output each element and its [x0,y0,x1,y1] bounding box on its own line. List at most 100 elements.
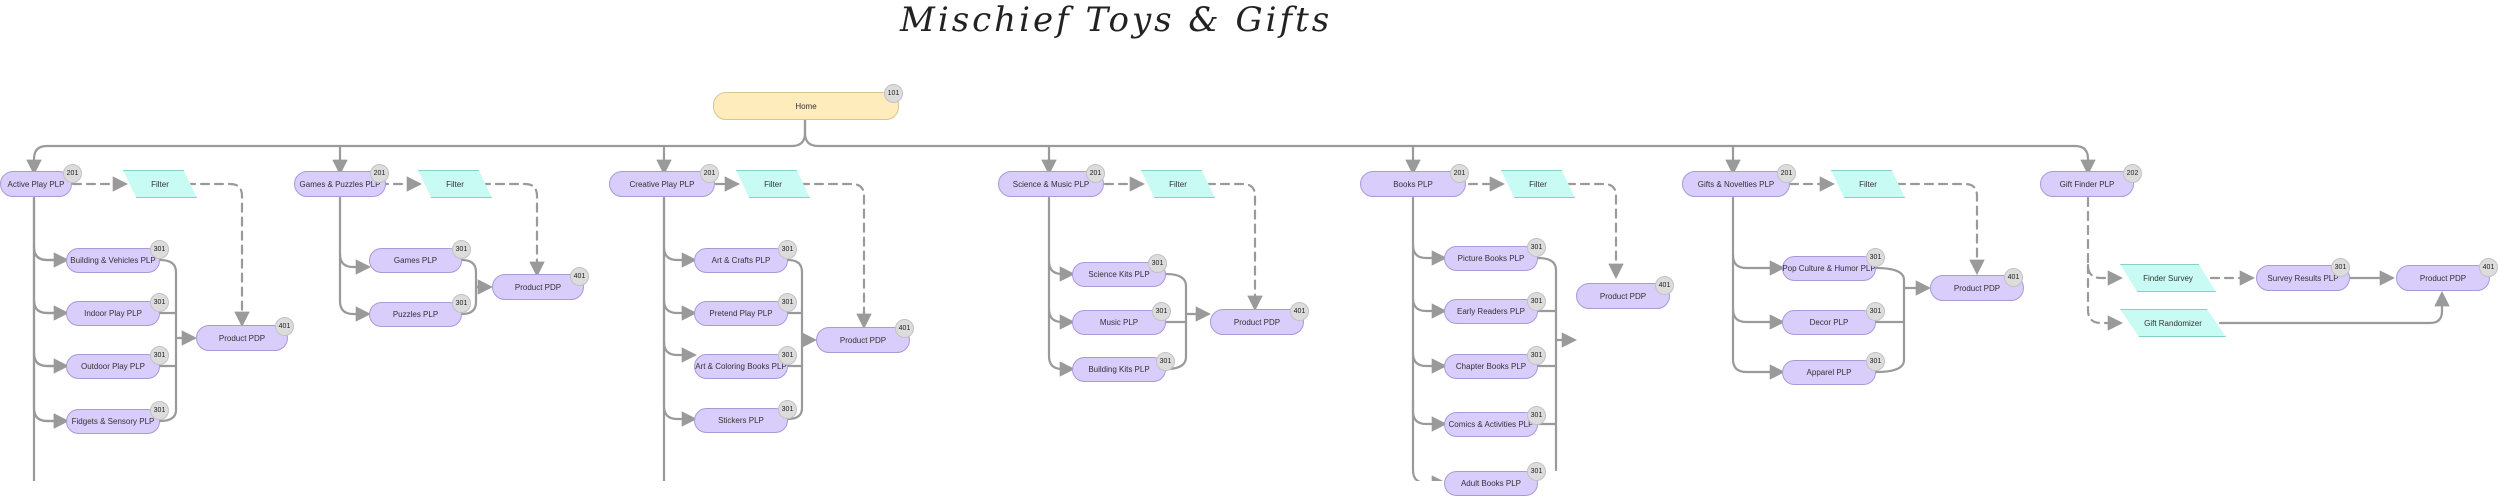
node-label: Product PDP [2419,273,2467,283]
node-label: Product PDP [1599,291,1647,301]
node-label: Finder Survey [2143,273,2193,283]
page-id-badge: 301 [1148,254,1167,273]
node-label: Product PDP [839,335,887,345]
node-label: Gift Randomizer [2144,318,2202,328]
building-vehicles-plp-node[interactable]: Building & Vehicles PLP [66,248,160,273]
page-id-badge: 201 [700,164,719,183]
building-kits-plp-node[interactable]: Building Kits PLP [1072,357,1166,382]
page-id-badge: 301 [1527,238,1546,257]
node-label: Building & Vehicles PLP [70,256,156,265]
fidgets-sensory-plp-node[interactable]: Fidgets & Sensory PLP [66,409,160,434]
page-id-badge: 201 [63,164,82,183]
page-id-badge: 301 [1156,352,1175,371]
node-label: Art & Coloring Books PLP [695,362,787,371]
page-id-badge: 301 [150,401,169,420]
node-label: Books PLP [1393,179,1433,189]
page-id-badge: 201 [1086,164,1105,183]
page-id-badge: 401 [1655,276,1674,295]
science-filter-node[interactable]: Filter [1141,170,1215,198]
puzzles-plp-node[interactable]: Puzzles PLP [369,302,462,327]
art-coloring-books-plp-node[interactable]: Art & Coloring Books PLP [694,354,788,379]
page-id-badge: 101 [884,84,903,103]
node-label: Filter [1859,179,1877,189]
comics-activities-plp-node[interactable]: Comics & Activities PLP [1444,412,1538,437]
page-id-badge: 301 [2331,258,2350,277]
outdoor-play-plp-node[interactable]: Outdoor Play PLP [66,354,160,379]
node-label: Adult Books PLP [1460,479,1522,488]
node-label: Filter [764,179,782,189]
node-label: Science & Music PLP [1012,179,1090,189]
stickers-plp-node[interactable]: Stickers PLP [694,408,788,433]
page-id-badge: 301 [778,293,797,312]
node-label: Games & Puzzles PLP [299,179,381,189]
node-label: Creative Play PLP [629,179,695,189]
games-product-pdp-node[interactable]: Product PDP [492,274,584,300]
finder-product-pdp-node[interactable]: Product PDP [2396,265,2490,291]
node-label: Product PDP [514,282,562,292]
books-product-pdp-node[interactable]: Product PDP [1576,283,1670,309]
creative-product-pdp-node[interactable]: Product PDP [816,327,910,353]
active-product-pdp-node[interactable]: Product PDP [196,325,288,351]
node-label: Product PDP [1233,317,1281,327]
pop-culture-humor-plp-node[interactable]: Pop Culture & Humor PLP [1782,256,1876,281]
gifts-filter-node[interactable]: Filter [1831,170,1905,198]
games-plp-node[interactable]: Games PLP [369,248,462,273]
page-id-badge: 401 [895,319,914,338]
page-id-badge: 301 [1527,346,1546,365]
gifts-novelties-plp-node[interactable]: Gifts & Novelties PLP [1682,171,1790,197]
page-id-badge: 201 [370,164,389,183]
active-play-plp-node[interactable]: Active Play PLP [0,171,72,197]
page-id-badge: 301 [1866,352,1885,371]
indoor-play-plp-node[interactable]: Indoor Play PLP [66,301,160,326]
node-label: Stickers PLP [718,416,764,425]
node-label: Filter [1529,179,1547,189]
page-id-badge: 201 [1777,164,1796,183]
page-id-badge: 301 [1527,462,1546,481]
node-label: Active Play PLP [7,179,65,189]
science-product-pdp-node[interactable]: Product PDP [1210,309,1304,335]
page-id-badge: 301 [1527,406,1546,425]
pretend-play-plp-node[interactable]: Pretend Play PLP [694,301,788,326]
page-id-badge: 401 [1290,302,1309,321]
page-id-badge: 301 [778,346,797,365]
chapter-books-plp-node[interactable]: Chapter Books PLP [1444,354,1538,379]
home-node[interactable]: Home [713,92,899,120]
page-id-badge: 301 [1527,292,1546,311]
active-filter-node[interactable]: Filter [123,170,197,198]
node-label: Product PDP [1953,283,2001,293]
page-id-badge: 301 [1866,248,1885,267]
picture-books-plp-node[interactable]: Picture Books PLP [1444,246,1538,271]
node-label: Early Readers PLP [1456,307,1526,316]
connector-layer [26,118,2450,481]
node-label: Decor PLP [1809,318,1849,327]
apparel-plp-node[interactable]: Apparel PLP [1782,360,1876,385]
music-plp-node[interactable]: Music PLP [1072,310,1166,335]
node-label: Gift Finder PLP [2059,179,2115,189]
node-label: Indoor Play PLP [84,309,142,318]
gift-finder-plp-node[interactable]: Gift Finder PLP [2040,171,2134,197]
page-id-badge: 301 [150,240,169,259]
decor-plp-node[interactable]: Decor PLP [1782,310,1876,335]
node-label: Games PLP [393,256,438,265]
page-id-badge: 301 [452,294,471,313]
node-label: Building Kits PLP [1088,365,1150,374]
node-label: Chapter Books PLP [1455,362,1527,371]
page-id-badge: 401 [2004,268,2023,287]
node-label: Pretend Play PLP [709,309,773,318]
finder-survey-node[interactable]: Finder Survey [2120,264,2216,292]
node-label: Comics & Activities PLP [1448,420,1534,429]
books-plp-node[interactable]: Books PLP [1360,171,1466,197]
early-readers-plp-node[interactable]: Early Readers PLP [1444,299,1538,324]
page-id-badge: 301 [452,240,471,259]
site-title: Mischief Toys & Gifts [900,0,1333,40]
node-label: Filter [151,179,169,189]
node-label: Outdoor Play PLP [80,362,146,371]
creative-play-plp-node[interactable]: Creative Play PLP [609,171,715,197]
page-id-badge: 301 [1866,302,1885,321]
adult-books-plp-node[interactable]: Adult Books PLP [1444,471,1538,496]
node-label: Apparel PLP [1806,368,1852,377]
art-crafts-plp-node[interactable]: Art & Crafts PLP [694,248,788,273]
page-id-badge: 301 [778,240,797,259]
node-label: Science Kits PLP [1088,270,1150,279]
node-label: Filter [1169,179,1187,189]
